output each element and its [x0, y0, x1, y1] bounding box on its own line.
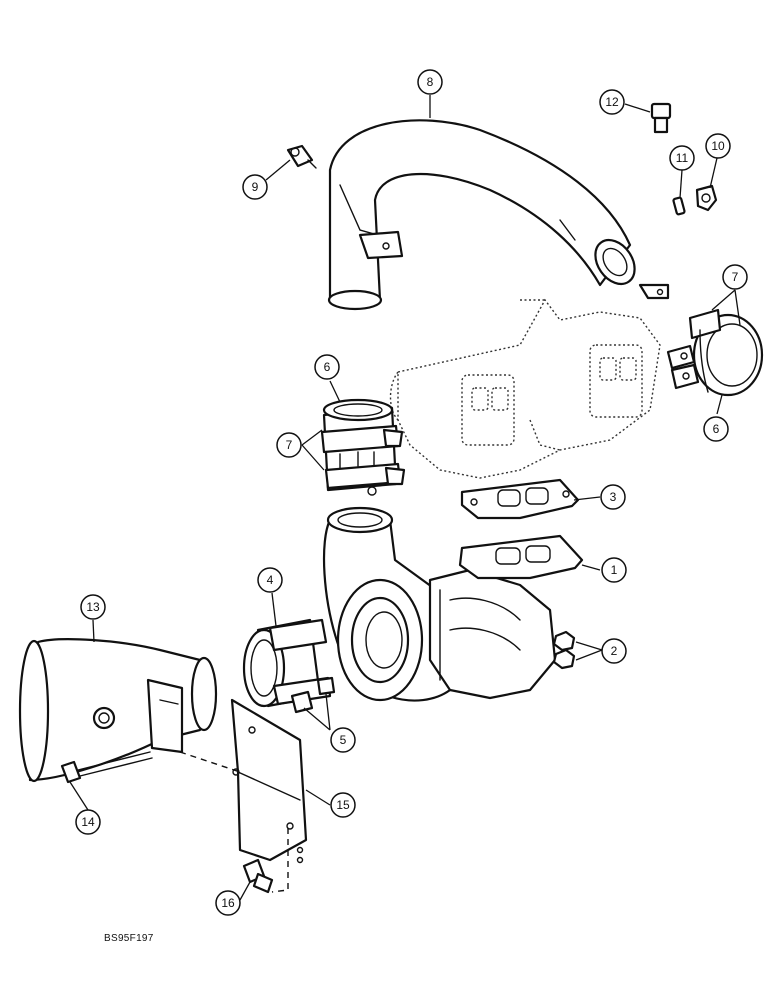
callout-7-right: 7 [722, 264, 748, 290]
callout-11: 11 [669, 145, 695, 171]
elbow-fitting-10 [695, 184, 718, 212]
gasket-3 [460, 478, 580, 520]
callout-6-left: 6 [314, 354, 340, 380]
bolt-14 [60, 751, 153, 784]
callout-label: 2 [611, 644, 618, 658]
callout-label: 5 [340, 733, 347, 747]
callout-14: 14 [75, 809, 101, 835]
callout-8: 8 [417, 69, 443, 95]
callout-9: 9 [242, 174, 268, 200]
callout-label: 6 [713, 422, 720, 436]
callout-label: 6 [324, 360, 331, 374]
callout-2: 2 [601, 638, 627, 664]
figure-reference-code: BS95F197 [104, 933, 154, 944]
fitting-9 [286, 144, 317, 169]
callout-label: 7 [286, 438, 293, 452]
inlet-coupling-4 [242, 618, 336, 714]
callout-label: 7 [732, 270, 739, 284]
callout-label: 12 [605, 95, 619, 109]
turbocharger-1 [322, 506, 584, 702]
callout-label: 16 [221, 896, 235, 910]
stud-11 [672, 196, 686, 216]
callout-6-right: 6 [703, 416, 729, 442]
v-band-clamp-right [666, 308, 764, 397]
callout-10: 10 [705, 133, 731, 159]
air-inlet-duct-13 [18, 638, 218, 783]
callout-label: 10 [711, 139, 725, 153]
callout-label: 15 [336, 798, 350, 812]
callout-label: 8 [427, 75, 434, 89]
callout-16: 16 [215, 890, 241, 916]
callout-label: 13 [86, 600, 100, 614]
callout-label: 9 [252, 180, 259, 194]
callout-label: 3 [610, 490, 617, 504]
exhaust-elbow-pipe [327, 119, 670, 311]
callout-4: 4 [257, 567, 283, 593]
bolt-16 [242, 858, 274, 894]
callout-label: 1 [611, 563, 618, 577]
callout-label: 11 [676, 151, 689, 165]
plug-12 [650, 102, 672, 134]
mounting-bracket-15 [230, 698, 308, 864]
leader-lines [69, 95, 741, 901]
callout-5: 5 [330, 727, 356, 753]
callout-15: 15 [330, 792, 356, 818]
callout-label: 14 [81, 815, 95, 829]
callout-3: 3 [600, 484, 626, 510]
callout-label: 4 [267, 573, 274, 587]
exhaust-manifold-ghost [389, 298, 661, 479]
callout-7-left: 7 [276, 432, 302, 458]
coupling-sleeve-left [320, 398, 406, 496]
callout-1: 1 [601, 557, 627, 583]
callout-12: 12 [599, 89, 625, 115]
nuts-2 [552, 630, 576, 670]
callout-13: 13 [80, 594, 106, 620]
